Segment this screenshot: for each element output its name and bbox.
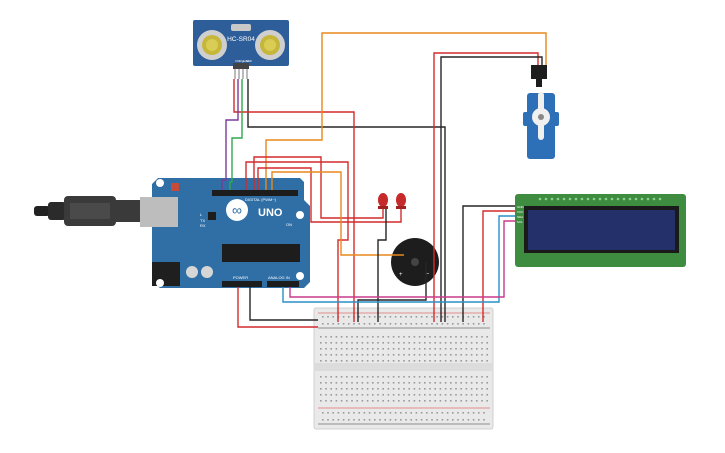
reset-button bbox=[171, 183, 179, 191]
wire-led3 bbox=[257, 167, 402, 223]
wire-sensor-vcc bbox=[233, 79, 355, 322]
arduino-logo-icon bbox=[226, 199, 248, 221]
sensor-pin-vcc: VCC bbox=[235, 59, 241, 63]
led-left bbox=[378, 193, 388, 209]
sensor-pin-gnd: GND bbox=[246, 59, 252, 63]
wire-led1 bbox=[245, 161, 349, 322]
lcd-pin-vcc: VCC bbox=[517, 210, 524, 214]
wires bbox=[221, 32, 547, 328]
wire-lcd-scl bbox=[289, 220, 515, 298]
wire-lcd-sda bbox=[282, 215, 515, 303]
wire-led2 bbox=[253, 156, 384, 219]
lcd-display: GND VCC SDA SCL bbox=[515, 194, 686, 267]
lcd-pin-gnd: GND bbox=[517, 205, 525, 209]
wire-lcd-gnd bbox=[462, 205, 515, 322]
wire-sensor-echo bbox=[229, 79, 243, 190]
l-label: L bbox=[200, 212, 203, 217]
wire-buzzer bbox=[271, 171, 404, 256]
on-label: ON bbox=[286, 222, 292, 227]
wire-sensor-trig bbox=[221, 79, 239, 190]
board-name: UNO bbox=[258, 207, 283, 219]
lcd-pin-sda: SDA bbox=[517, 215, 523, 219]
power-label: POWER bbox=[233, 275, 248, 280]
wire-servo-vcc bbox=[433, 52, 539, 322]
sensor-pin-echo: Echo bbox=[243, 59, 249, 63]
wire-led-gnd bbox=[377, 209, 387, 322]
arduino-logo: ∞ bbox=[232, 202, 242, 218]
atmega-chip bbox=[222, 244, 300, 262]
wire-buzzer-gnd bbox=[357, 262, 427, 322]
analog-label: ANALOG IN bbox=[268, 275, 290, 280]
servo-motor bbox=[523, 65, 559, 159]
arduino-uno-board: ∞ UNO DIGITAL (PWM~) POWER ANALOG IN TX … bbox=[140, 178, 310, 288]
tx-label: TX bbox=[200, 218, 205, 223]
led-right bbox=[396, 193, 406, 209]
wire-servo-gnd bbox=[440, 56, 543, 322]
ultrasonic-sensor: HC-SR04 VCC Trig Echo GND bbox=[193, 20, 289, 79]
sensor-model-label: HC-SR04 bbox=[227, 36, 255, 43]
svg-text:+: + bbox=[399, 272, 403, 278]
wire-arduino-5v bbox=[237, 287, 318, 328]
wire-arduino-gnd bbox=[249, 287, 318, 321]
piezo-buzzer: + − bbox=[391, 238, 439, 286]
breadboard bbox=[313, 307, 494, 430]
wire-servo-signal bbox=[265, 32, 547, 190]
lcd-pin-scl: SCL bbox=[517, 220, 523, 224]
rx-label: RX bbox=[200, 223, 206, 228]
wire-lcd-vcc bbox=[482, 210, 515, 322]
buzzer-minus-label: − bbox=[425, 271, 429, 278]
digital-label: DIGITAL (PWM~) bbox=[245, 197, 277, 202]
wire-sensor-gnd bbox=[247, 79, 446, 322]
sensor-pin-trig: Trig bbox=[239, 59, 244, 63]
